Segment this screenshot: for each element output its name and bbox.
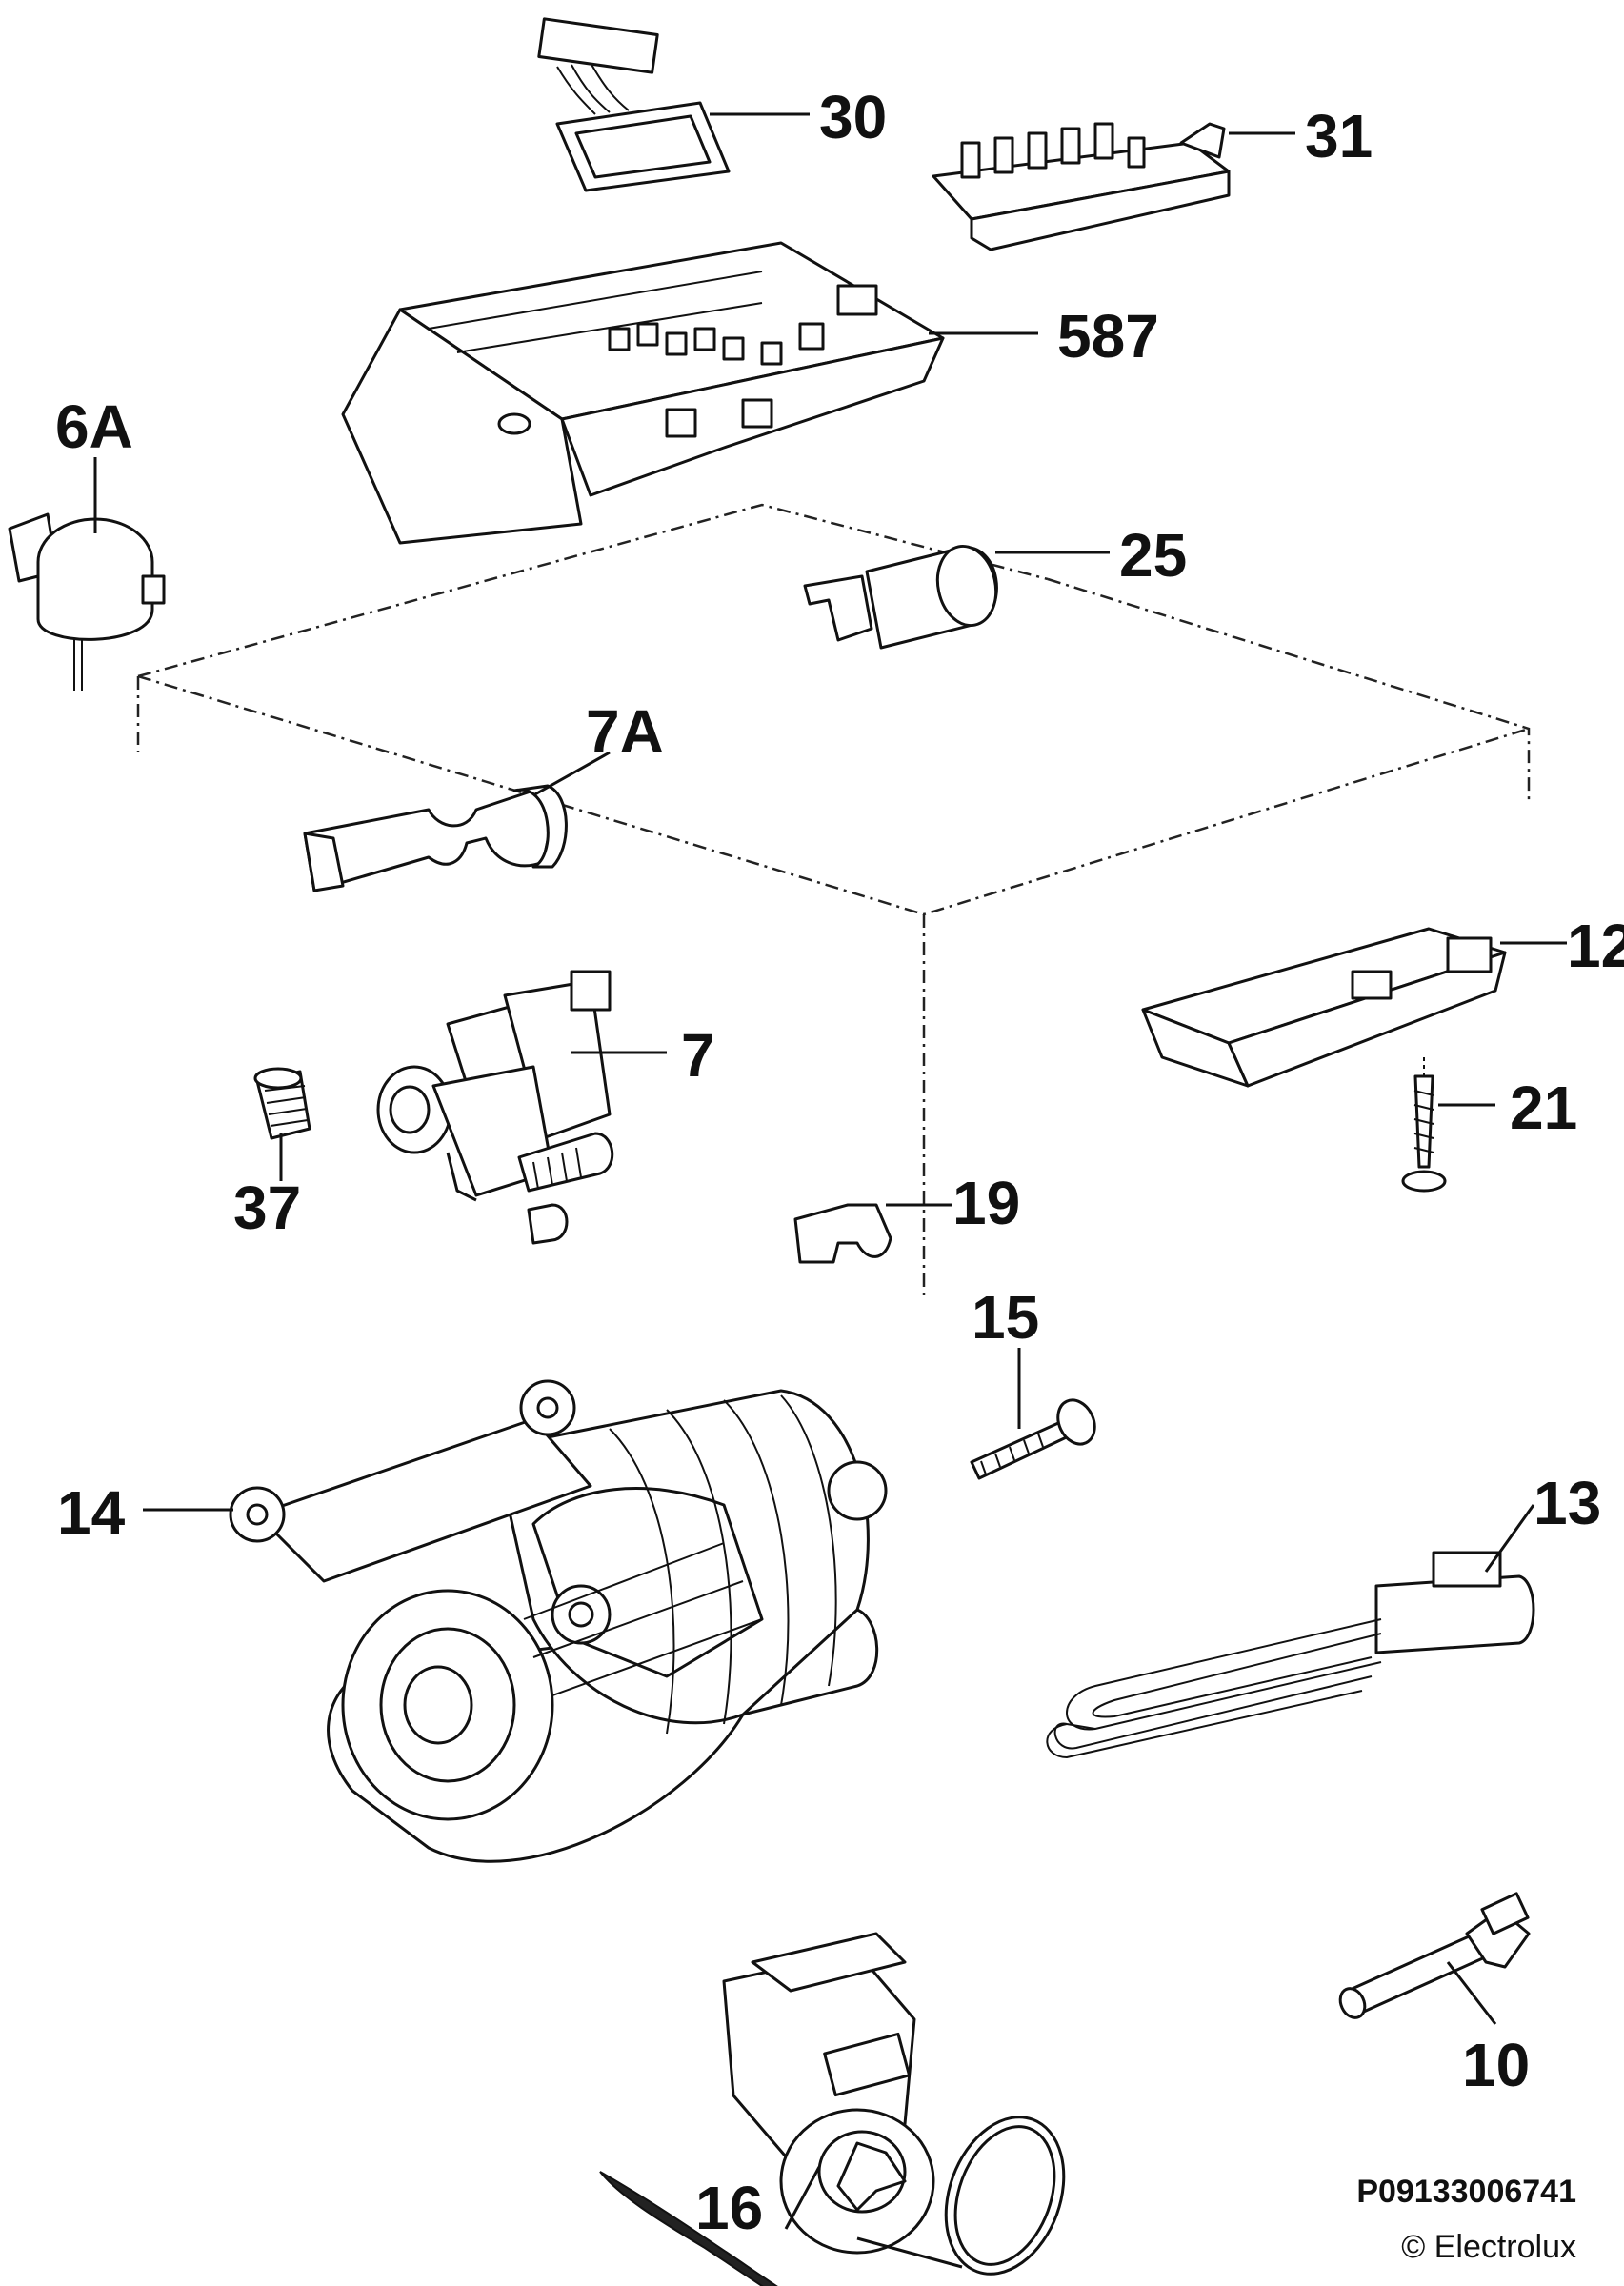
callout-15: 15 — [972, 1283, 1039, 1352]
callout-12: 12 — [1567, 912, 1624, 980]
part-19-clip — [793, 1203, 892, 1264]
callout-13: 13 — [1534, 1469, 1601, 1537]
diagram-footer: P09133006741 © Electrolux — [1356, 2174, 1576, 2265]
part-7a-bracket — [303, 784, 568, 892]
callout-31: 31 — [1305, 102, 1373, 170]
callout-587: 587 — [1057, 302, 1159, 371]
callout-6a: 6A — [55, 392, 133, 461]
part-15-screw — [970, 1398, 1096, 1480]
part-25-capacitor — [803, 544, 998, 650]
part-587-control-board — [341, 241, 945, 545]
part-37-filter — [253, 1067, 311, 1140]
assembly-box-outline — [136, 503, 1531, 1295]
callout-7a: 7A — [586, 697, 664, 766]
leader-lines — [93, 112, 1567, 2269]
part-13-heating-element — [1046, 1551, 1535, 1759]
callout-7: 7 — [681, 1021, 715, 1090]
callout-labels: 30 31 587 6A 25 7A 12 7 37 21 19 15 14 1… — [55, 83, 1624, 2242]
callout-19: 19 — [952, 1169, 1020, 1237]
callout-16: 16 — [695, 2174, 763, 2242]
part-30-ribbon-cable — [537, 17, 731, 192]
part-21-screw — [1401, 1057, 1447, 1193]
callout-14: 14 — [57, 1478, 126, 1547]
part-6a-pressure-switch — [8, 512, 166, 691]
part-14-motor — [229, 1379, 888, 1863]
callout-25: 25 — [1119, 521, 1187, 590]
drawing-code: P09133006741 — [1356, 2174, 1576, 2210]
part-31-connector-block — [932, 122, 1231, 251]
callout-10: 10 — [1462, 2031, 1530, 2099]
callout-37: 37 — [233, 1173, 301, 1242]
part-7-inlet-valve — [376, 970, 614, 1245]
part-16-drain-pump — [599, 1932, 1066, 2286]
part-12-door-interlock — [1141, 927, 1507, 1088]
part-10-sensor — [1338, 1892, 1531, 2019]
callout-30: 30 — [819, 83, 887, 151]
callout-21: 21 — [1510, 1073, 1577, 1142]
copyright-notice: © Electrolux — [1401, 2229, 1576, 2265]
